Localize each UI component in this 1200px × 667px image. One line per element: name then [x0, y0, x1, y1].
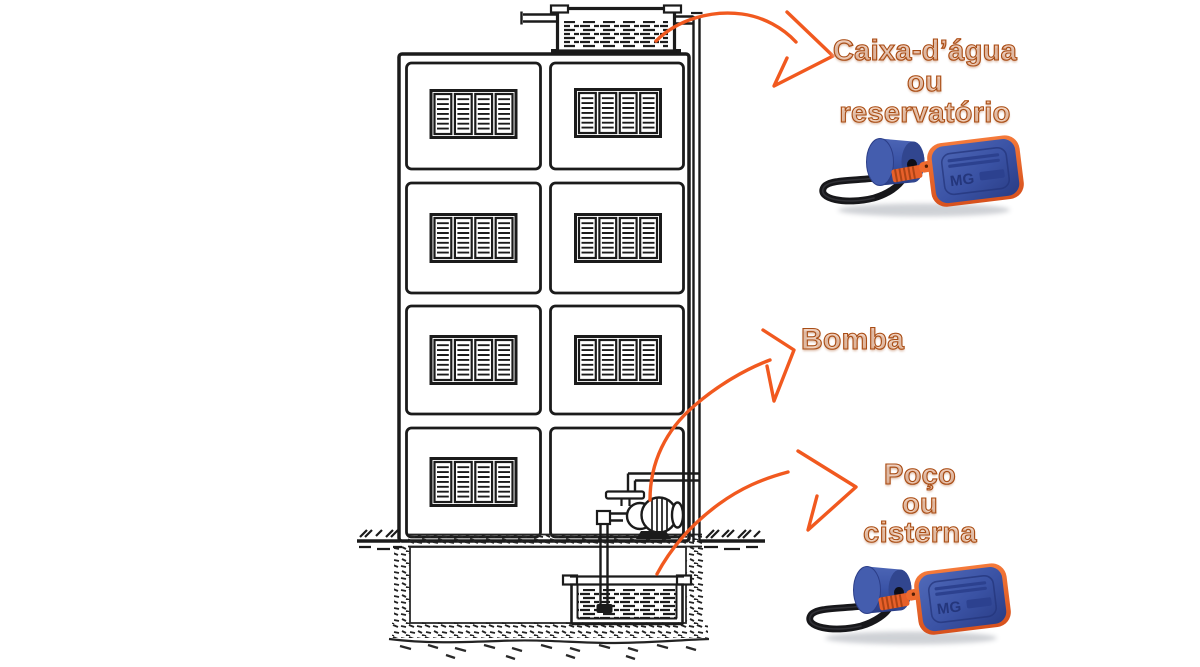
label-line: ou — [906, 66, 944, 98]
tank-inlet-pipe — [520, 11, 559, 25]
arrow-to-well — [655, 449, 858, 576]
label-line: reservatório — [839, 97, 1011, 129]
pump-label: Bomba — [800, 323, 921, 356]
basement-left-wall — [394, 545, 411, 625]
cistern-water-surface — [578, 589, 677, 618]
arrow-to-pump — [648, 328, 796, 502]
louver-window — [576, 337, 661, 384]
suction-pipe — [595, 509, 628, 613]
basement-floor — [392, 622, 708, 638]
ground-level-line — [357, 529, 765, 551]
cistern — [561, 574, 693, 626]
label-line: Poço — [883, 459, 957, 491]
pump-illustration — [595, 472, 700, 613]
label-line: Bomba — [800, 323, 905, 356]
roof-tank — [520, 4, 683, 56]
float-switch-image — [810, 562, 1013, 645]
soil-hatch — [399, 643, 697, 661]
louver-window — [431, 91, 516, 138]
well-label: Poço ou cisterna — [826, 459, 1014, 549]
louver-window — [431, 459, 516, 506]
label-line: cisterna — [863, 517, 977, 549]
louver-window — [576, 215, 661, 262]
tank-water-surface — [564, 21, 668, 48]
valve-handle — [604, 490, 646, 500]
building-outline — [397, 52, 691, 543]
louver-window — [431, 215, 516, 262]
float-switch-image — [823, 134, 1026, 217]
label-line: ou — [901, 488, 939, 520]
foot-valve — [596, 604, 613, 613]
label-line: Caixa-d’água — [832, 35, 1018, 67]
pump-base — [636, 531, 671, 539]
louver-window — [431, 337, 516, 384]
basement-right-wall — [686, 543, 704, 627]
grass-hatch — [359, 529, 761, 551]
louver-window — [576, 90, 661, 137]
arrow-to-reservoir — [654, 10, 835, 88]
reservoir-label: Caixa-d’água ou reservatório — [806, 35, 1044, 129]
